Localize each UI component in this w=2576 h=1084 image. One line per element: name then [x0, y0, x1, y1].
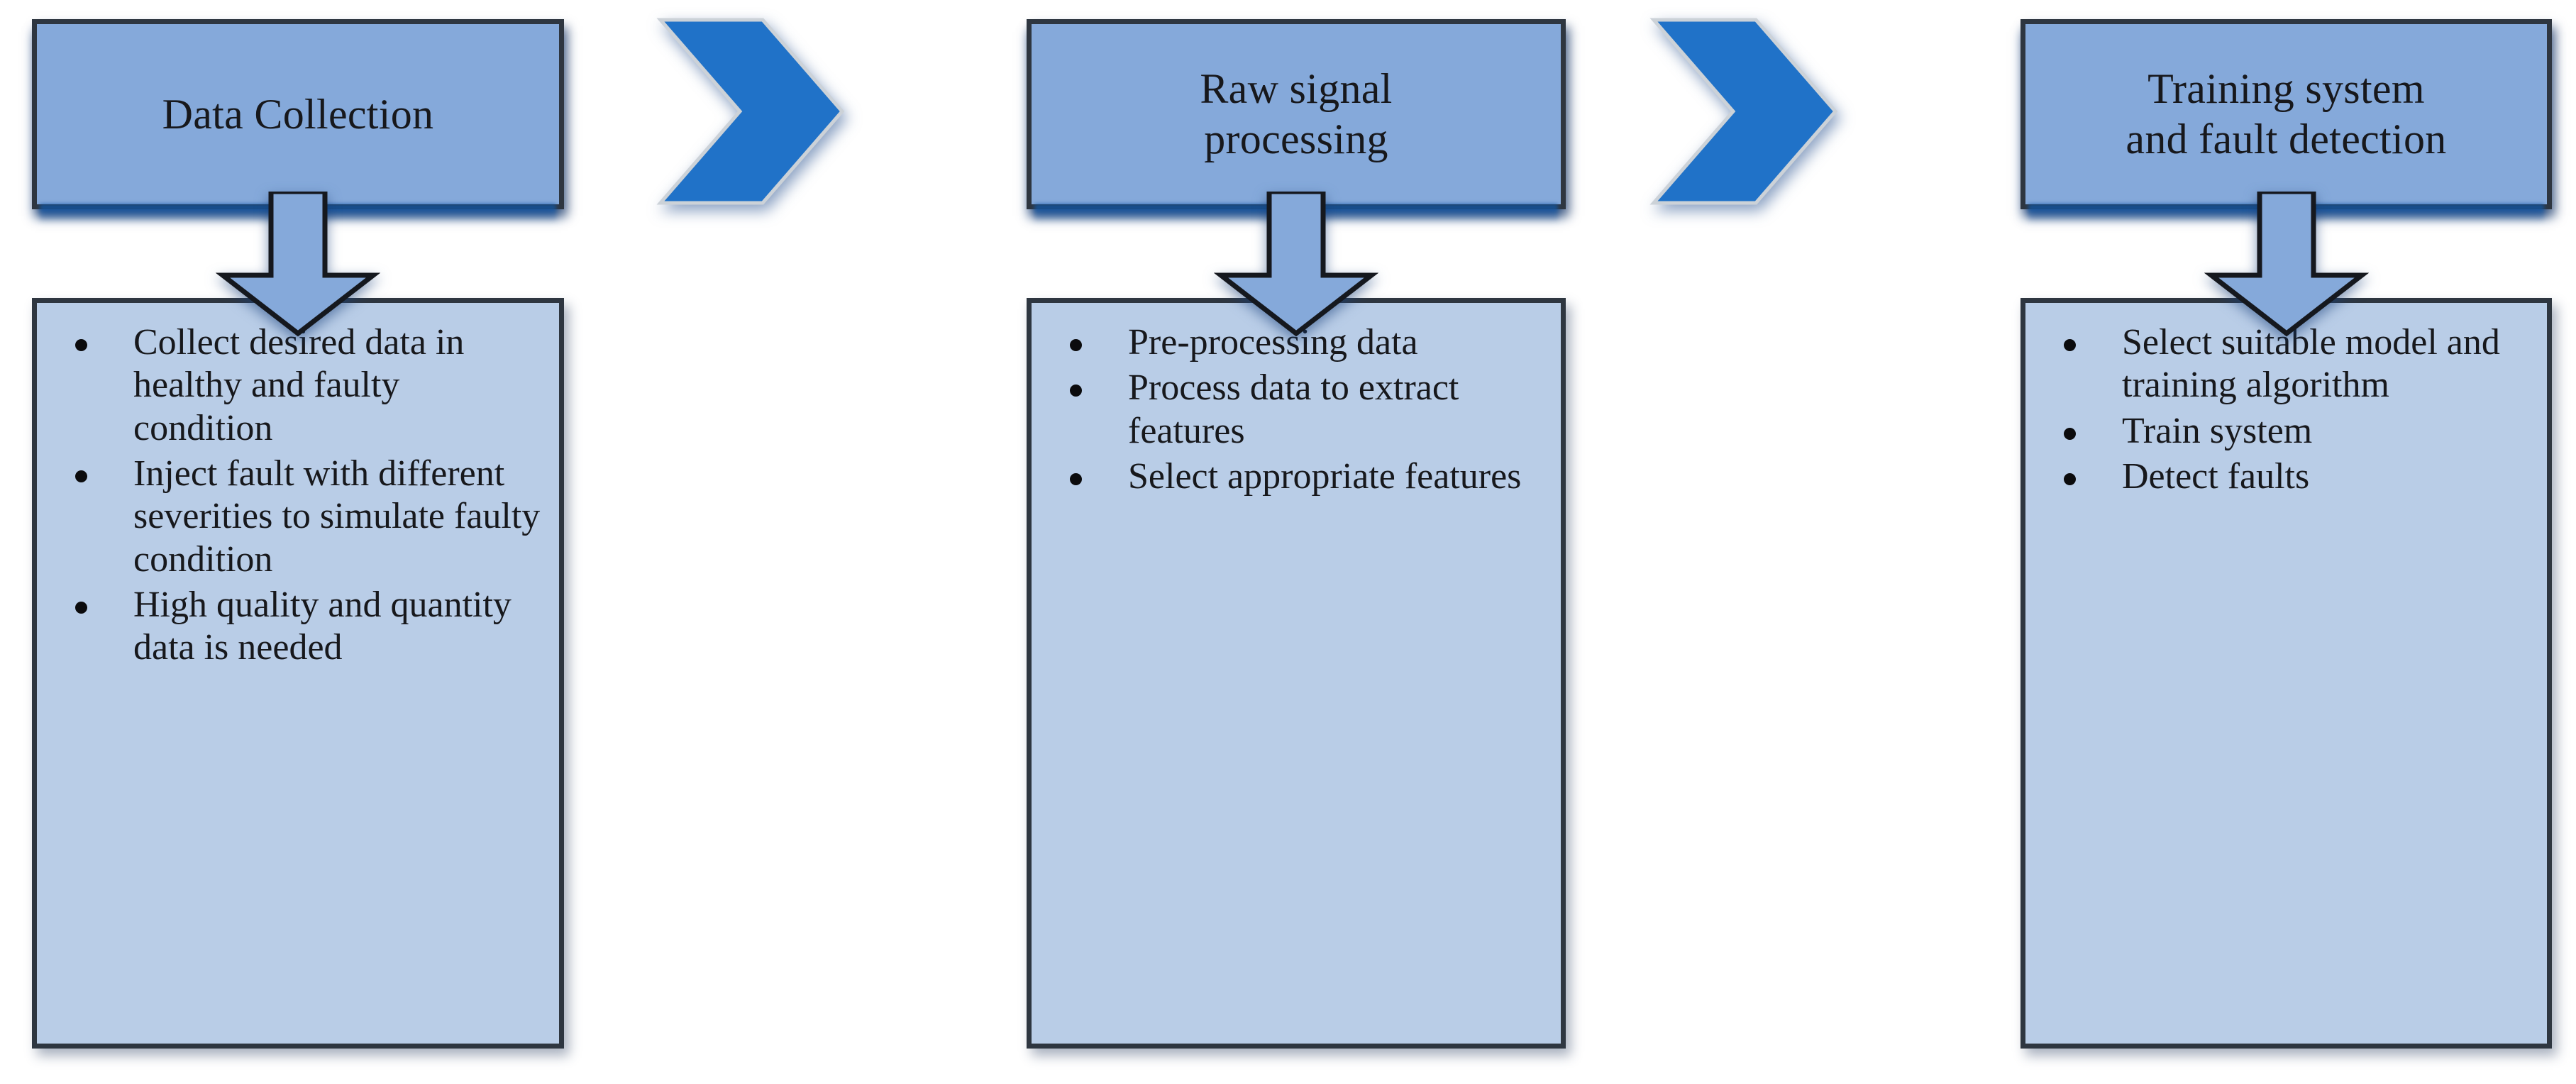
stage-list-box-2[interactable]: Pre-processing data Process data to extr… — [1027, 298, 1566, 1049]
list-item: Inject fault with different severities t… — [70, 453, 543, 581]
stage-training-and-fault-detection: Training system and fault detection Sele… — [2021, 0, 2552, 1084]
bullet-list-1: Collect desired data in healthy and faul… — [37, 303, 559, 670]
chevron-right-icon-1 — [656, 16, 845, 207]
list-item: High quality and quantity data is needed — [70, 584, 543, 670]
bullet-list-2: Pre-processing data Process data to extr… — [1032, 303, 1561, 498]
list-item: Pre-processing data — [1064, 321, 1545, 364]
list-item: Collect desired data in healthy and faul… — [70, 321, 543, 450]
bullet-list-3: Select suitable model and training algor… — [2025, 303, 2547, 498]
stage-header-title-3: Training system and fault detection — [2126, 65, 2447, 162]
list-item: Select appropriate features — [1064, 455, 1545, 498]
stage-list-box-3[interactable]: Select suitable model and training algor… — [2021, 298, 2552, 1049]
stage-list-box-1[interactable]: Collect desired data in healthy and faul… — [32, 298, 564, 1049]
stage-header-box-3[interactable]: Training system and fault detection — [2021, 19, 2552, 209]
list-item: Select suitable model and training algor… — [2058, 321, 2531, 407]
list-item: Train system — [2058, 410, 2531, 453]
stage-header-title-2: Raw signal processing — [1200, 65, 1393, 162]
stage-header-box-2[interactable]: Raw signal processing — [1027, 19, 1566, 209]
stage-raw-signal-processing: Raw signal processing Pre-processing dat… — [1027, 0, 1566, 1084]
stage-data-collection: Data Collection Collect desired data in … — [32, 0, 564, 1084]
stage-header-title-1: Data Collection — [162, 90, 434, 138]
list-item: Detect faults — [2058, 455, 2531, 498]
stage-header-box-1[interactable]: Data Collection — [32, 19, 564, 209]
chevron-right-icon-2 — [1649, 16, 1838, 207]
list-item: Process data to extract features — [1064, 367, 1545, 453]
